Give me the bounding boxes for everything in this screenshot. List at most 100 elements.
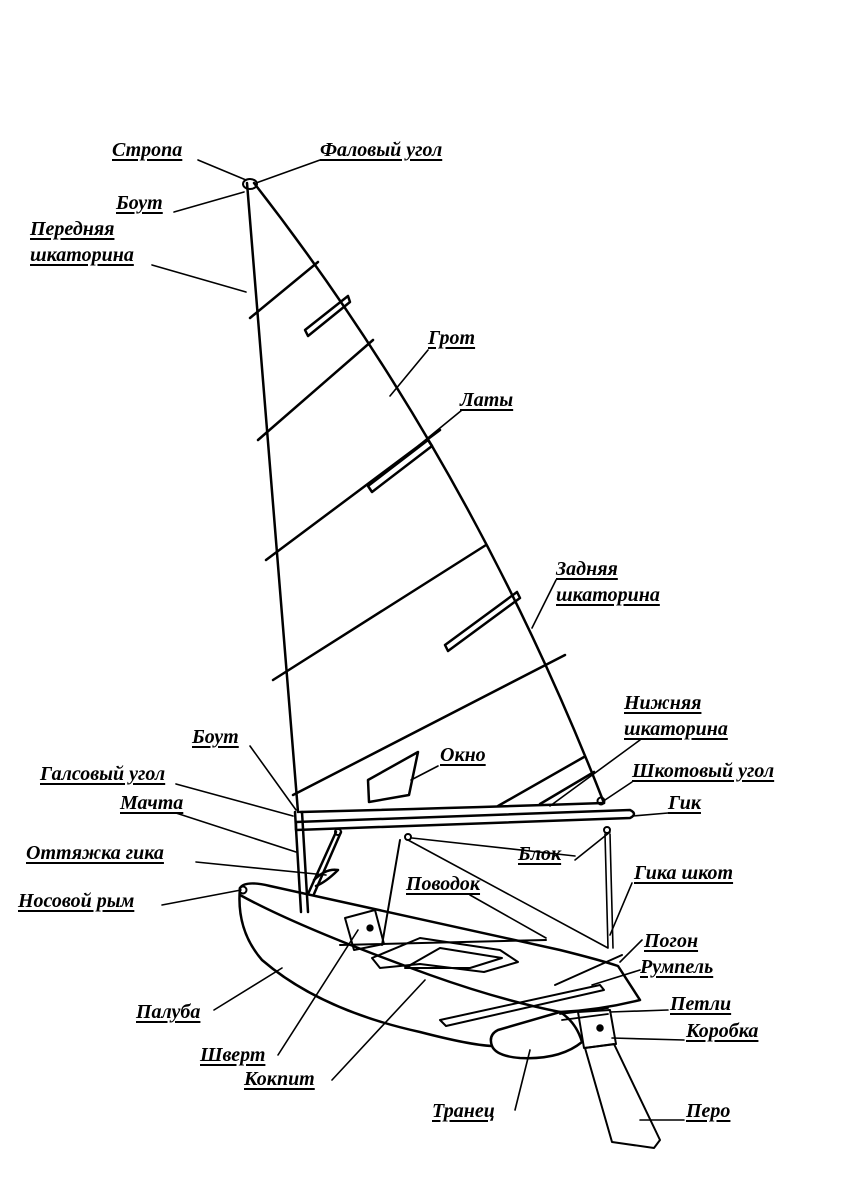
label-okno: Окно: [440, 744, 486, 766]
label-nosovoy-rym: Носовой рым: [18, 890, 135, 912]
clew-ring: [596, 796, 606, 806]
leader-line: [151, 264, 247, 293]
label-blok: Блок: [518, 843, 562, 865]
head-ring: [242, 178, 258, 190]
leader-line: [249, 745, 297, 811]
label-machta: Мачта: [120, 792, 184, 814]
label-bout-top: Боут: [116, 192, 163, 214]
cockpit-inner: [404, 947, 503, 969]
label-gika-shkot: Гика шкот: [634, 862, 734, 884]
batten: [366, 438, 434, 494]
cockpit-outline: [371, 937, 519, 973]
sail-seam: [256, 338, 375, 442]
leader-line: [632, 812, 669, 817]
sail-leech: [252, 181, 606, 805]
daggerboard-screw: [366, 924, 374, 932]
label-kokpit: Кокпит: [244, 1068, 315, 1090]
daggerboard-cable: [381, 839, 401, 946]
hull: [238, 882, 661, 1149]
sail-seam: [291, 653, 567, 797]
label-pero: Перо: [686, 1100, 731, 1122]
leader-line: [604, 781, 633, 801]
leader-line: [161, 889, 242, 906]
tiller-extension: [339, 939, 547, 946]
tiller: [439, 984, 605, 1027]
label-petli: Петли: [670, 993, 732, 1015]
deck-line: [238, 893, 562, 1014]
sail-window: [366, 750, 420, 804]
label-stropa: Стропа: [112, 139, 183, 161]
deck-edge: [238, 882, 642, 1014]
label-perednyaya-shkatorina: Передняя шкаторина: [30, 218, 134, 266]
label-line: Нижняя: [624, 692, 702, 714]
batten: [443, 590, 522, 653]
leader-line: [514, 1049, 531, 1111]
rudder-box: [577, 1009, 617, 1049]
label-tranets: Транец: [432, 1100, 495, 1122]
leader-line: [531, 579, 557, 629]
sail-seam: [248, 260, 320, 320]
label-pogon: Погон: [644, 930, 699, 952]
block: [603, 826, 611, 834]
label-shkotovy-ugol: Шкотовый угол: [632, 760, 775, 782]
label-korobka: Коробка: [686, 1020, 759, 1042]
leader-line: [277, 929, 359, 1056]
label-zadnyaya-shkatorina: Задняя шкаторина: [556, 558, 660, 606]
foot-seam: [496, 755, 586, 808]
leader-line: [609, 882, 633, 936]
label-line: шкаторина: [624, 718, 728, 740]
leader-line: [213, 967, 283, 1011]
label-grot: Грот: [428, 327, 476, 349]
block: [334, 828, 342, 836]
leader-line: [591, 969, 641, 986]
label-rumpel: Румпель: [640, 956, 714, 978]
sail: [242, 178, 606, 814]
leader-line: [410, 765, 439, 781]
label-falovy-ugol: Фаловый угол: [320, 139, 443, 161]
label-povodok: Поводок: [406, 873, 481, 895]
leader-line: [549, 739, 641, 807]
foot-seam: [538, 770, 596, 806]
leader-line: [411, 837, 576, 857]
hull-bottom: [238, 886, 494, 1048]
leader-line: [417, 409, 463, 447]
rudder-blade: [584, 1043, 661, 1149]
leader-line: [469, 894, 547, 939]
leader-lines: [151, 159, 685, 1121]
leader-line: [173, 191, 245, 213]
label-line: Задняя: [556, 558, 618, 580]
label-nizhnyaya-shkatorina: Нижняя шкаторина: [624, 692, 728, 740]
leader-line: [609, 1009, 669, 1013]
leader-line: [574, 831, 611, 861]
leader-line: [195, 861, 327, 876]
pintles: [559, 1007, 609, 1021]
block: [404, 833, 412, 841]
label-line: шкаторина: [556, 584, 660, 606]
leader-line: [611, 1037, 685, 1041]
leader-line: [255, 159, 321, 184]
label-laty: Латы: [460, 389, 514, 411]
sail-seam: [271, 543, 488, 682]
boom-vang: [306, 830, 343, 896]
rudder-box-pin: [596, 1024, 604, 1032]
sail-luff: [245, 181, 300, 814]
label-gik: Гик: [668, 792, 701, 814]
boom: [294, 808, 636, 832]
leader-line: [331, 979, 426, 1081]
label-bout-bottom: Боут: [192, 726, 239, 748]
leader-line: [197, 159, 247, 181]
batten: [303, 294, 352, 338]
leader-line: [619, 939, 643, 963]
label-line: Передняя: [30, 218, 115, 240]
label-ottyazhka-gika: Оттяжка гика: [26, 842, 164, 864]
label-paluba: Палуба: [136, 1001, 201, 1023]
sail-foot: [298, 801, 606, 814]
label-shvert: Шверт: [200, 1044, 266, 1066]
leader-line: [175, 783, 294, 817]
leader-line: [175, 812, 297, 853]
traveler: [554, 954, 623, 986]
label-galsovy-ugol: Галсовый угол: [40, 763, 166, 785]
leader-line: [389, 349, 429, 397]
